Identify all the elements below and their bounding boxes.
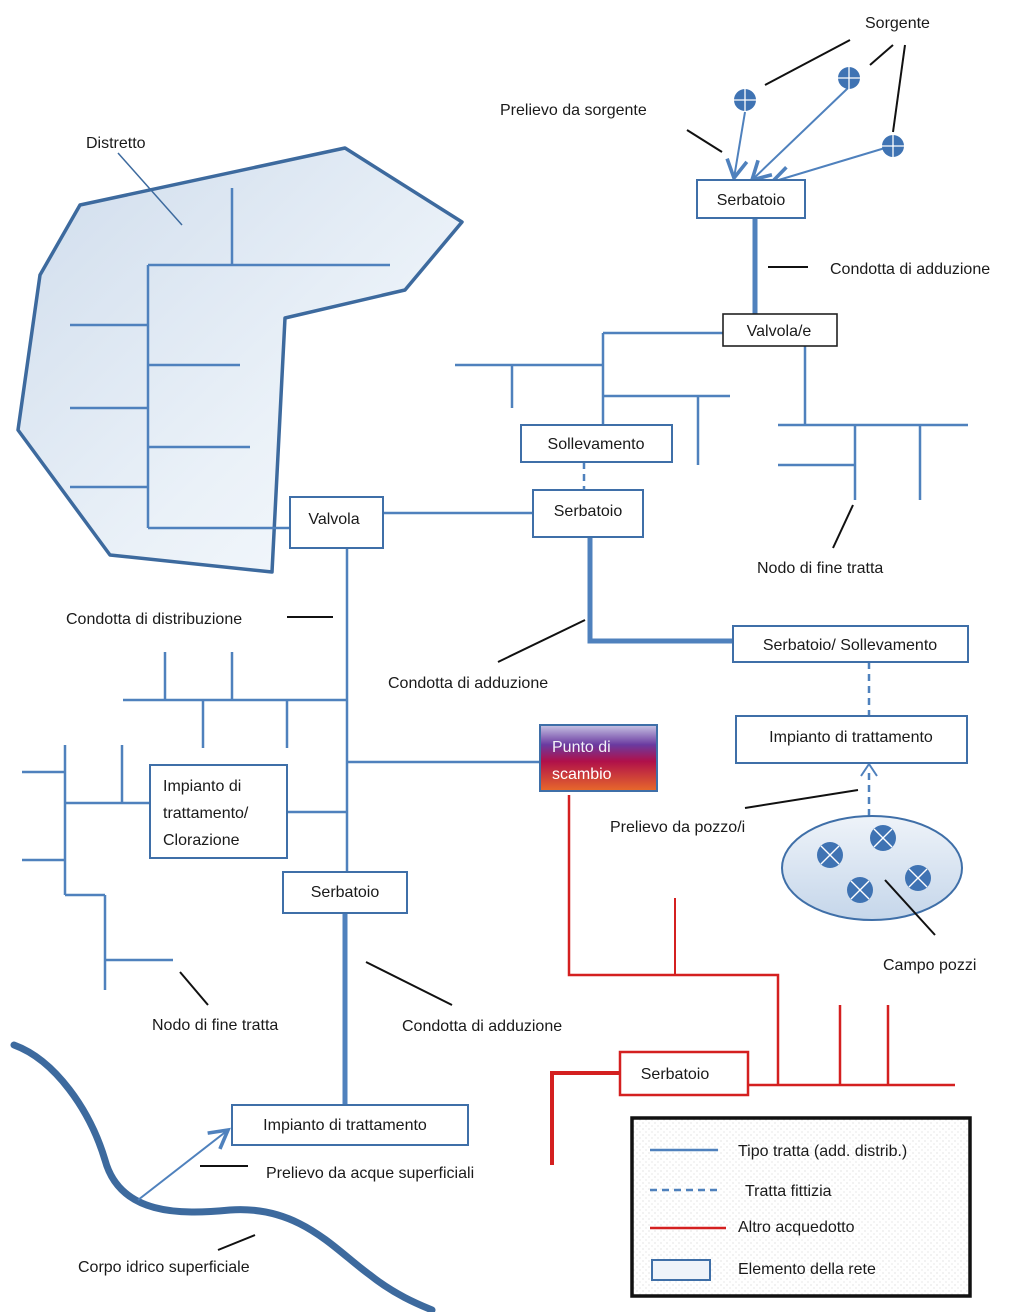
- punto-scambio-box: Punto di scambio: [539, 724, 658, 792]
- well-icon: [870, 825, 896, 851]
- nodo-fine-tratta-left-leader: [179, 971, 209, 1006]
- sorgente-label: Sorgente: [865, 15, 930, 32]
- serbatoio-lower-label: Serbatoio: [311, 884, 380, 901]
- legend: Tipo tratta (add. distrib.) Tratta fitti…: [630, 1116, 972, 1298]
- nodo-fine-tratta-right-label: Nodo di fine tratta: [757, 560, 883, 577]
- sollevamento-box: Sollevamento: [520, 424, 673, 463]
- condotta-adduzione-mid-leader: [497, 619, 586, 663]
- valvole-box: Valvola/e: [722, 313, 838, 347]
- punto-scambio-label-1: Punto di: [552, 739, 611, 756]
- well-icon: [817, 842, 843, 868]
- sollevamento-label: Sollevamento: [548, 436, 645, 453]
- prelievo-pozzi-label: Prelievo da pozzo/i: [610, 819, 745, 836]
- impianto-clorazione-label-3: Clorazione: [163, 832, 240, 849]
- well-icon: [847, 877, 873, 903]
- prelievo-sorgente-label: Prelievo da sorgente: [500, 102, 647, 119]
- condotta-distribuzione-label: Condotta di distribuzione: [66, 611, 242, 628]
- legend-label-tipo-tratta: Tipo tratta (add. distrib.): [738, 1143, 907, 1160]
- distretto-label: Distretto: [86, 135, 146, 152]
- source-icon: [734, 89, 756, 111]
- other-aqueduct-network: [550, 795, 955, 1165]
- prelievo-acque-label: Prelievo da acque superficiali: [266, 1165, 474, 1182]
- condotta-adduzione-bottom-leader: [365, 961, 453, 1006]
- impianto-trattamento-right-label: Impianto di trattamento: [769, 729, 933, 746]
- serbatoio-top-box: Serbatoio: [696, 179, 806, 219]
- impianto-trattamento-bottom-label: Impianto di trattamento: [263, 1117, 427, 1134]
- punto-scambio-label-2: scambio: [552, 766, 612, 783]
- serbatoio-red-label: Serbatoio: [641, 1066, 710, 1083]
- impianto-trattamento-bottom-box: Impianto di trattamento: [231, 1104, 469, 1146]
- serbatoio-sollevamento-box: Serbatoio/ Sollevamento: [732, 625, 969, 663]
- campo-pozzi-leader: [884, 879, 936, 936]
- main-distribution-network: [22, 548, 540, 990]
- district-network: [70, 188, 390, 530]
- river: [10, 1041, 436, 1312]
- condotta-adduzione-top-label: Condotta di adduzione: [830, 261, 990, 278]
- prelievo-sorgente-leader: [686, 129, 723, 153]
- prelievo-pozzi-leader: [744, 789, 859, 809]
- legend-label-tratta-fittizia: Tratta fittizia: [745, 1183, 832, 1200]
- impianto-clorazione-box: Impianto di trattamento/ Clorazione: [149, 764, 288, 859]
- district-area: [16, 146, 464, 574]
- nodo-fine-tratta-right-leader: [832, 504, 854, 549]
- impianto-clorazione-label-1: Impianto di: [163, 778, 241, 795]
- legend-label-altro-acquedotto: Altro acquedotto: [738, 1219, 855, 1236]
- corpo-idrico-label: Corpo idrico superficiale: [78, 1259, 250, 1276]
- serbatoio-red-box: Serbatoio: [618, 1050, 750, 1097]
- serbatoio-mid-box: Serbatoio: [532, 489, 644, 538]
- serbatoio-sollevamento-label: Serbatoio/ Sollevamento: [763, 637, 937, 654]
- legend-label-elemento-rete: Elemento della rete: [738, 1261, 876, 1278]
- condotta-adduzione-mid-label: Condotta di adduzione: [388, 675, 548, 692]
- source-pipes: [725, 87, 886, 189]
- source-icon: [838, 67, 860, 89]
- valvola-label: Valvola: [308, 511, 359, 528]
- impianto-clorazione-label-2: trattamento/: [163, 805, 249, 822]
- condotta-adduzione-bottom-label: Condotta di adduzione: [402, 1018, 562, 1035]
- campo-pozzi-label: Campo pozzi: [883, 957, 976, 974]
- serbatoio-top-label: Serbatoio: [717, 192, 786, 209]
- distretto-leader: [117, 152, 183, 226]
- source-icon: [882, 135, 904, 157]
- serbatoio-lower-box: Serbatoio: [282, 871, 408, 914]
- nodo-fine-tratta-left-label: Nodo di fine tratta: [152, 1017, 278, 1034]
- well-field: [781, 815, 963, 921]
- corpo-idrico-leader: [217, 1234, 256, 1251]
- upper-distribution-network: [455, 331, 968, 500]
- legend-swatch-elemento-rete: [651, 1259, 711, 1281]
- impianto-trattamento-right-box: Impianto di trattamento: [735, 715, 968, 764]
- adduzione-pipe-mid: [587, 537, 733, 644]
- serbatoio-mid-label: Serbatoio: [554, 503, 623, 520]
- valvola-box: Valvola: [289, 496, 384, 549]
- sorgente-leaders: [764, 39, 906, 133]
- well-icon: [905, 865, 931, 891]
- prelievo-acque-arrow: [137, 1127, 231, 1201]
- valvole-label: Valvola/e: [747, 323, 812, 340]
